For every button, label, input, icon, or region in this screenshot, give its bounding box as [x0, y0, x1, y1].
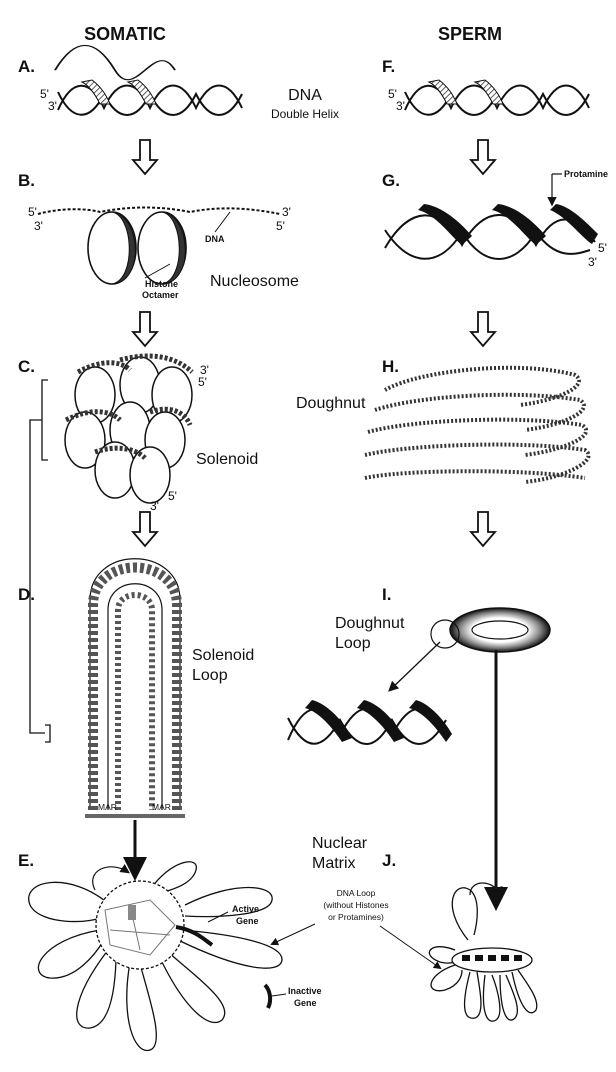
- solenoid-structure: [65, 356, 192, 503]
- doughnut-label: Doughnut: [296, 395, 366, 412]
- active-gene-label-line1: Active: [232, 904, 259, 914]
- solenoid-label: Solenoid: [196, 451, 258, 468]
- down-arrow-icon: [133, 512, 157, 546]
- dna-loop-pointer-right: [380, 926, 440, 968]
- panel-label-j: J.: [382, 851, 396, 870]
- three-prime-end-c2: 3': [150, 499, 159, 513]
- doughnut-torus: [431, 608, 550, 652]
- nucleosome-label: Nucleosome: [210, 273, 299, 290]
- dna-label: DNA: [288, 87, 322, 104]
- dna-loop-pointer-left: [272, 924, 315, 944]
- dna-double-helix-sperm: [405, 80, 589, 115]
- mar-label-right: MAR: [152, 802, 171, 812]
- mar-label-left: MAR: [98, 802, 117, 812]
- five-prime-end-c: 5': [198, 375, 207, 389]
- histone-label-line1: Histone: [145, 279, 178, 289]
- down-arrow-icon: [471, 312, 495, 346]
- dna-double-helix-somatic: [55, 45, 242, 115]
- protamine-dna-fiber: [385, 204, 598, 259]
- panel-label-d: D.: [18, 585, 35, 604]
- histone-label-line2: Octamer: [142, 290, 179, 300]
- five-prime-end-b2: 5': [276, 219, 285, 233]
- bracket-connector: [30, 380, 50, 742]
- dna-pointer-line: [215, 212, 230, 232]
- three-prime-end-b: 3': [34, 219, 43, 233]
- panel-label-e: E.: [18, 851, 34, 870]
- panel-label-i: I.: [382, 585, 391, 604]
- panel-label-a: A.: [18, 57, 35, 76]
- dna-loop-label-line3: or Protamines): [328, 912, 384, 922]
- five-prime-end-b: 5': [28, 205, 37, 219]
- panel-label-b: B.: [18, 171, 35, 190]
- zoom-pointer-arrow: [390, 642, 440, 690]
- panel-label-c: C.: [18, 357, 35, 376]
- down-arrow-icon: [133, 140, 157, 174]
- sperm-header: SPERM: [438, 24, 502, 44]
- three-prime-end-f: 3': [396, 99, 405, 113]
- zoomed-protamine-helix: [288, 700, 452, 744]
- inactive-gene-label-line1: Inactive: [288, 986, 322, 996]
- three-prime-end-g: 3': [588, 255, 597, 269]
- doughnut-coil: [365, 368, 589, 482]
- nuclear-matrix-label-line1: Nuclear: [312, 835, 368, 852]
- down-arrow-icons: [133, 140, 495, 546]
- five-prime-end-c2: 5': [168, 489, 177, 503]
- dna-small-label: DNA: [205, 234, 225, 244]
- solenoid-loop-label-line1: Solenoid: [192, 647, 254, 664]
- somatic-nucleus: [29, 862, 282, 1051]
- dna-loop-label-line2: (without Histones: [323, 900, 388, 910]
- five-prime-end-g: 5': [598, 241, 607, 255]
- down-arrow-icon: [471, 512, 495, 546]
- inactive-gene-label-line2: Gene: [294, 998, 317, 1008]
- active-gene-label-line2: Gene: [236, 916, 259, 926]
- sperm-nuclear-matrix: [429, 883, 536, 1021]
- protamine-label: Protamine: [564, 169, 608, 179]
- solenoid-loop: [85, 559, 185, 816]
- inactive-gene-pointer: [272, 994, 286, 996]
- somatic-header: SOMATIC: [84, 24, 166, 44]
- double-helix-label: Double Helix: [271, 107, 339, 121]
- dna-loop-label-line1: DNA Loop: [337, 888, 376, 898]
- panel-label-f: F.: [382, 57, 395, 76]
- three-prime-end-b2: 3': [282, 205, 291, 219]
- doughnut-loop-label-line2: Loop: [335, 635, 371, 652]
- panel-label-h: H.: [382, 357, 399, 376]
- down-arrow-icon: [133, 312, 157, 346]
- solenoid-loop-label-line2: Loop: [192, 667, 228, 684]
- doughnut-loop-label-line1: Doughnut: [335, 615, 405, 632]
- panel-label-g: G.: [382, 171, 400, 190]
- nuclear-matrix-label-line2: Matrix: [312, 855, 356, 872]
- down-arrow-icon: [471, 140, 495, 174]
- three-prime-end-a: 3': [48, 99, 57, 113]
